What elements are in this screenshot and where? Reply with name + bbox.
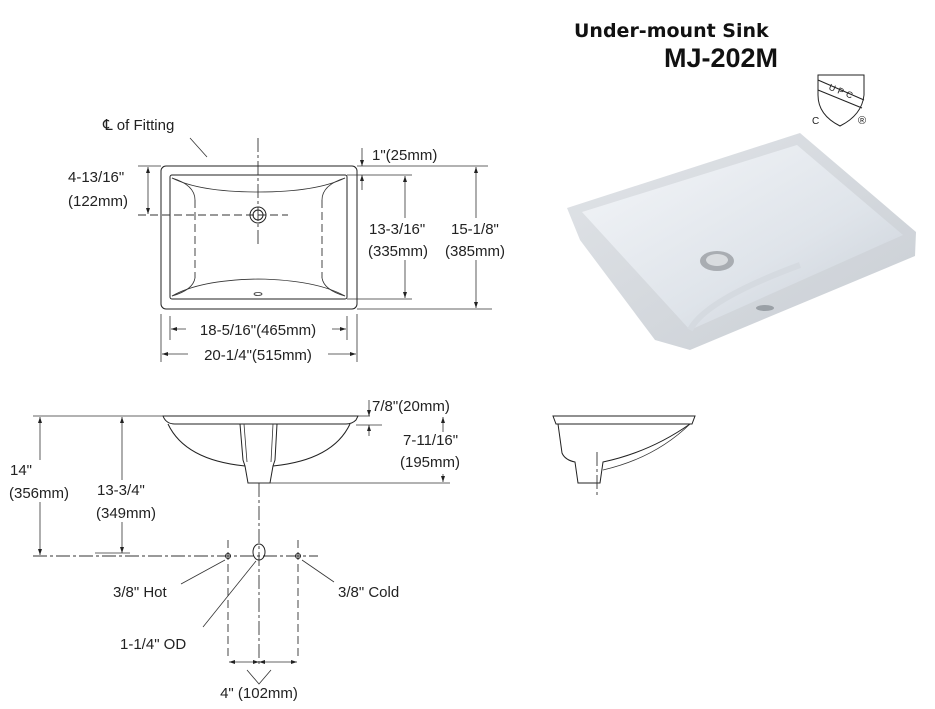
rim-depth-dimension: 1"(25mm) bbox=[372, 147, 437, 164]
model-number: MJ-202M bbox=[664, 43, 778, 73]
supply-height-inch: 14" bbox=[10, 462, 32, 479]
side-section-view bbox=[552, 415, 696, 498]
drain-hole bbox=[249, 206, 267, 224]
inner-width-dimension: 18-5/16"(465mm) bbox=[200, 322, 316, 339]
drain-outlet bbox=[252, 543, 266, 561]
outer-depth-inch: 15-1/8" bbox=[451, 221, 499, 238]
inner-depth-mm: (335mm) bbox=[368, 243, 428, 260]
product-type-title: Under-mount Sink bbox=[574, 20, 769, 42]
hot-supply-label: 3/8" Hot bbox=[113, 584, 168, 601]
outer-width-dimension: 20-1/4"(515mm) bbox=[204, 347, 312, 364]
bowl-height-mm: (195mm) bbox=[400, 454, 460, 471]
rim-thickness-dimension: 7/8"(20mm) bbox=[372, 398, 450, 415]
outer-depth-mm: (385mm) bbox=[445, 243, 505, 260]
cold-supply-label: 3/8" Cold bbox=[338, 584, 399, 601]
centerline-of-fitting-label: ℄ of Fitting bbox=[102, 117, 174, 134]
hot-supply-point bbox=[225, 553, 231, 559]
supply-height-mm: (356mm) bbox=[9, 485, 69, 502]
inner-depth-inch: 13-3/16" bbox=[369, 221, 425, 238]
drain-offset-inch: 4-13/16" bbox=[68, 169, 124, 186]
upc-mark-text: UPC bbox=[827, 82, 857, 102]
sink-product-photo bbox=[567, 133, 916, 350]
c-mark: C bbox=[812, 116, 819, 127]
drain-height-inch: 13-3/4" bbox=[97, 482, 145, 499]
plan-view: ℄ of Fitting 4-13/16" (122mm) 1"(25mm) bbox=[68, 117, 518, 364]
drain-height-mm: (349mm) bbox=[96, 505, 156, 522]
registered-mark: ® bbox=[858, 115, 866, 127]
overflow-hole bbox=[253, 292, 263, 296]
cupc-certification-logo: UPC C ® bbox=[812, 74, 866, 127]
drain-size-label: 1-1/4" OD bbox=[120, 636, 186, 653]
front-section-view: 7/8"(20mm) 7-11/16" (195mm) 14" (356mm) … bbox=[8, 398, 472, 702]
supply-spacing-dimension: 4" (102mm) bbox=[220, 685, 298, 702]
cold-supply-point bbox=[295, 553, 301, 559]
drain-offset-mm: (122mm) bbox=[68, 193, 128, 210]
bowl-height-inch: 7-11/16" bbox=[403, 432, 458, 449]
